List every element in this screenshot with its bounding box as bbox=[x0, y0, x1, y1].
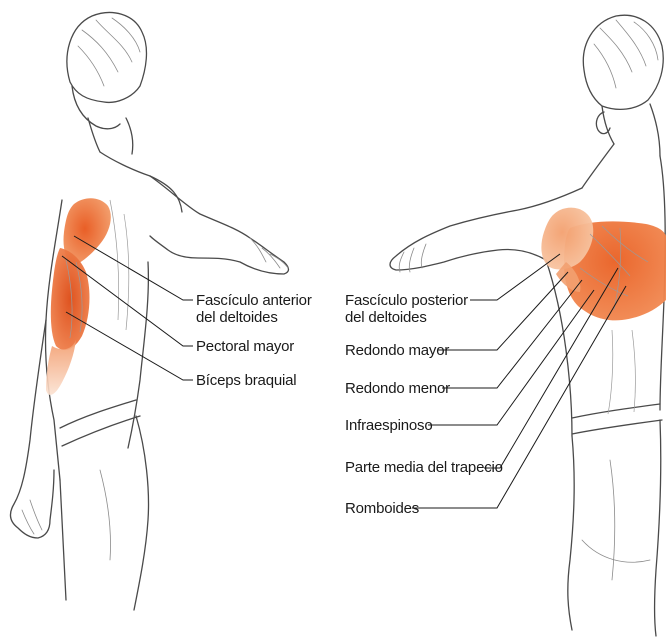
right-figure-hair bbox=[583, 15, 663, 109]
label-rhomboids: Romboides bbox=[345, 500, 419, 517]
label-pectoralis-major: Pectoral mayor bbox=[196, 338, 294, 355]
left-figure-arm bbox=[150, 176, 289, 274]
label-biceps: Bíceps braquial bbox=[196, 372, 296, 389]
label-posterior-deltoid-line2: del deltoides bbox=[345, 309, 468, 326]
label-teres-major: Redondo mayor bbox=[345, 342, 449, 359]
left-figure-hair bbox=[67, 13, 147, 103]
label-anterior-deltoid-line1: Fascículo anterior bbox=[196, 292, 312, 309]
label-middle-trapezius: Parte media del trapecio bbox=[345, 459, 503, 476]
label-anterior-deltoid-line2: del deltoides bbox=[196, 309, 312, 326]
label-teres-minor: Redondo menor bbox=[345, 380, 450, 397]
left-figure-head bbox=[72, 86, 120, 152]
label-posterior-deltoid: Fascículo posterior del deltoides bbox=[345, 292, 468, 326]
left-pectoralis-major bbox=[51, 248, 90, 350]
label-anterior-deltoid: Fascículo anterior del deltoides bbox=[196, 292, 312, 326]
right-figure-head bbox=[596, 106, 614, 144]
label-posterior-deltoid-line1: Fascículo posterior bbox=[345, 292, 468, 309]
label-infraspinatus: Infraespinoso bbox=[345, 417, 432, 434]
